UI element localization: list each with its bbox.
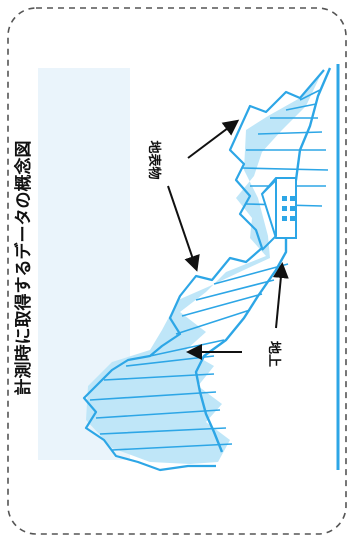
label-surface-objects: 地表物 [146, 140, 162, 179]
label-ground: 地上 [266, 341, 282, 367]
arrow-surface-middle [167, 185, 200, 272]
house-icon [260, 177, 297, 251]
ground-line [194, 67, 332, 453]
canopy-outline [82, 69, 325, 472]
vegetation-band [86, 72, 322, 464]
arrow-surface-top [187, 119, 240, 159]
diagram-title: 計測時に取得するデータの概念図 [13, 141, 34, 396]
arrow-ground-right [272, 262, 289, 329]
